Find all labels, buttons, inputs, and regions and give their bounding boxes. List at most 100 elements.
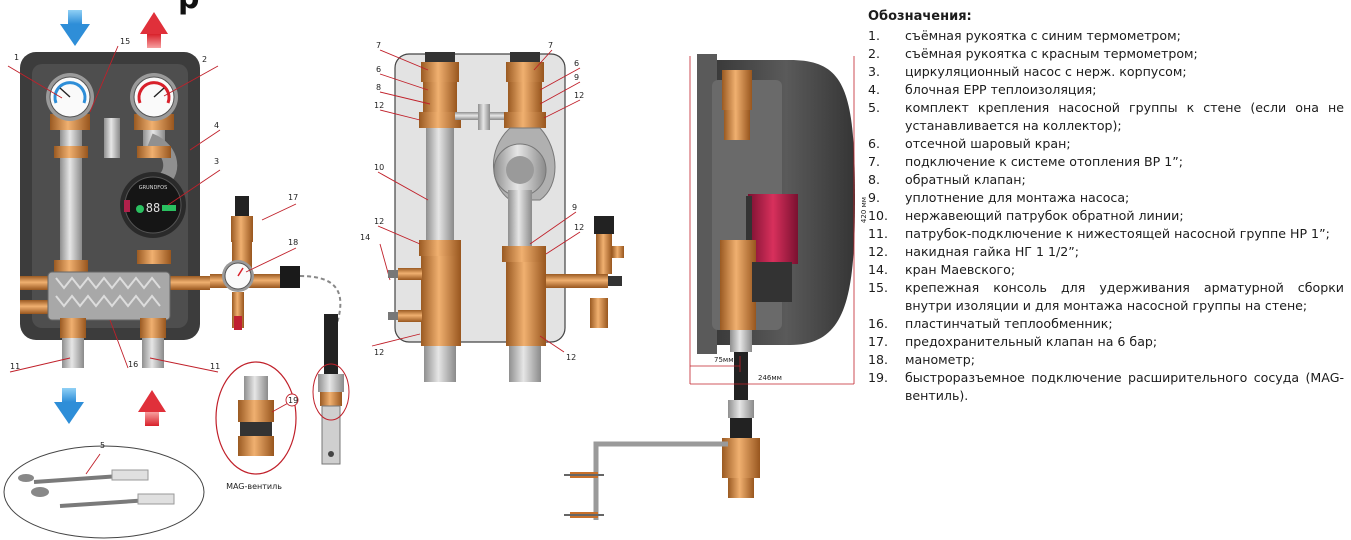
pump-display: 88 [146, 201, 160, 215]
legend-item-text: манометр; [905, 352, 975, 367]
legend-item: 17. предохранительный клапан на 6 бар; [868, 333, 1344, 351]
legend-item: 4.блочная EPP теплоизоляция; [868, 81, 1344, 99]
label-19: 19 [288, 396, 298, 405]
label-5: 5 [100, 441, 105, 450]
legend-item-number: 9. [868, 190, 881, 205]
legend-item-number: 8. [868, 172, 881, 187]
label-m7a: 7 [376, 41, 381, 50]
rear-view-assembly [371, 49, 624, 382]
return-line-pipe [426, 128, 454, 252]
label-18: 18 [288, 238, 298, 247]
blue-thermometer [46, 73, 94, 130]
legend-item-text: блочная EPP теплоизоляция; [905, 82, 1097, 97]
legend-item-number: 14. [868, 262, 889, 277]
legend-item: 5. комплект крепления насосной группы к с… [868, 99, 1344, 135]
legend-item: 14.кран Маевского; [868, 261, 1344, 279]
flex-hose [324, 314, 338, 374]
wall-bracket [321, 405, 341, 465]
legend-item: 1. съёмная рукоятка с синим термометром; [868, 27, 1344, 45]
label-m12c: 12 [374, 348, 384, 357]
legend-list: 1. съёмная рукоятка с синим термометром;… [868, 27, 1344, 405]
legend-item: 18. манометр; [868, 351, 1344, 369]
diagram-area: р [3, 0, 868, 539]
legend-item-text: съёмная рукоятка с синим термометром; [905, 28, 1181, 43]
circulation-pump: GRUNDFOS 88 [120, 172, 186, 238]
legend-item-number: 19. [868, 370, 889, 385]
legend-item-text: пластинчатый теплообменник; [905, 316, 1113, 331]
legend-item-number: 6. [868, 136, 881, 151]
label-m8a: 8 [376, 83, 381, 92]
legend-item-number: 10. [868, 208, 889, 223]
legend-item-number: 7. [868, 154, 881, 169]
red-thermometer [130, 73, 178, 130]
plate-heat-exchanger [47, 271, 171, 321]
legend-item: 2. съёмная рукоятка с красным термометром… [868, 45, 1344, 63]
legend-item-number: 17. [868, 334, 889, 349]
side-view-assembly: 75мм 246мм 420 мм [564, 54, 868, 520]
label-4: 4 [214, 121, 219, 130]
legend-item-number: 3. [868, 64, 881, 79]
pressure-gauge [222, 260, 254, 330]
legend-item-number: 2. [868, 46, 881, 61]
pump-brand-label: GRUNDFOS [139, 185, 168, 191]
label-14: 14 [360, 233, 370, 242]
legend-item-text: циркуляционный насос с нерж. корпусом; [905, 64, 1187, 79]
front-view-assembly: GRUNDFOS 88 [3, 10, 391, 539]
legend-item-text: съёмная рукоятка с красным термометром; [905, 46, 1198, 61]
legend-item: 3. циркуляционный насос с нерж. корпусом; [868, 63, 1344, 81]
legend-item-text: быстроразъемное подключение расширительн… [905, 370, 1344, 403]
dimension-lines [689, 56, 855, 385]
label-m6a: 6 [376, 65, 381, 74]
mounting-console [104, 118, 120, 158]
legend-item-text: подключение к системе отопления ВР 1”; [905, 154, 1184, 169]
legend-item-text: накидная гайка НГ 1 1/2”; [905, 244, 1080, 259]
label-11b: 11 [210, 362, 220, 371]
label-2: 2 [202, 55, 207, 64]
legend-item-text: нержавеющий патрубок обратной линии; [905, 208, 1184, 223]
legend-item: 15.крепежная консоль для удерживания арм… [868, 279, 1344, 315]
legend-item: 12.накидная гайка НГ 1 1/2”; [868, 243, 1344, 261]
callout-labels: 1 2 3 4 5 11 11 15 16 17 18 19 14 7 6 8 … [10, 37, 584, 450]
left-steel-pipe [60, 110, 82, 270]
legend-item: 7. подключение к системе отопления ВР 1”; [868, 153, 1344, 171]
supply-arrow-down-top [60, 10, 90, 46]
label-m9a: 9 [574, 73, 579, 82]
legend-item: 16. пластинчатый теплообменник; [868, 315, 1344, 333]
legend-item: 9.уплотнение для монтажа насоса; [868, 189, 1344, 207]
label-17: 17 [288, 193, 298, 202]
label-m12f: 12 [566, 353, 576, 362]
dimension-height: 420 мм [860, 197, 868, 223]
mag-valve-caption: MAG-вентиль [226, 482, 282, 491]
label-m10: 10 [374, 163, 384, 172]
front-view-leaders [7, 45, 391, 475]
dimension-depth-small: 75мм [714, 356, 733, 364]
legend-item-text: патрубок-подключение к нижестоящей насос… [905, 226, 1330, 241]
return-arrow-up-top [140, 12, 168, 48]
legend-item: 6. отсечной шаровый кран; [868, 135, 1344, 153]
legend-item-text: предохранительный клапан на 6 бар; [905, 334, 1158, 349]
legend-item-text: комплект крепления насосной группы к сте… [905, 100, 1344, 133]
label-11a: 11 [10, 362, 20, 371]
dimension-depth-total: 246мм [758, 374, 782, 382]
legend-item: 19. быстроразъемное подключение расширите… [868, 369, 1344, 405]
label-m9b: 9 [572, 203, 577, 212]
label-m6b: 6 [574, 59, 579, 68]
label-m12b: 12 [374, 217, 384, 226]
side-pump-motor [748, 194, 798, 264]
label-15: 15 [120, 37, 130, 46]
mag-valve-inset: MAG-вентиль [215, 361, 297, 491]
label-3: 3 [214, 157, 219, 166]
supply-arrow-down-bottom [54, 388, 84, 424]
legend-item-text: обратный клапан; [905, 172, 1026, 187]
legend-panel: Обозначения: 1. съёмная рукоятка с синим… [868, 8, 1344, 405]
title-fragment: р [178, 0, 199, 16]
hose-connector [280, 266, 300, 288]
legend-item-text: отсечной шаровый кран; [905, 136, 1071, 151]
legend-item-number: 5. [868, 100, 881, 115]
wall-mounting-kit [3, 445, 205, 539]
return-arrow-up-bottom [138, 390, 166, 426]
side-wall-anchor [564, 472, 604, 518]
legend-item-number: 16. [868, 316, 889, 331]
pump-group-diagram: р [3, 0, 868, 539]
legend-item-number: 18. [868, 352, 889, 367]
